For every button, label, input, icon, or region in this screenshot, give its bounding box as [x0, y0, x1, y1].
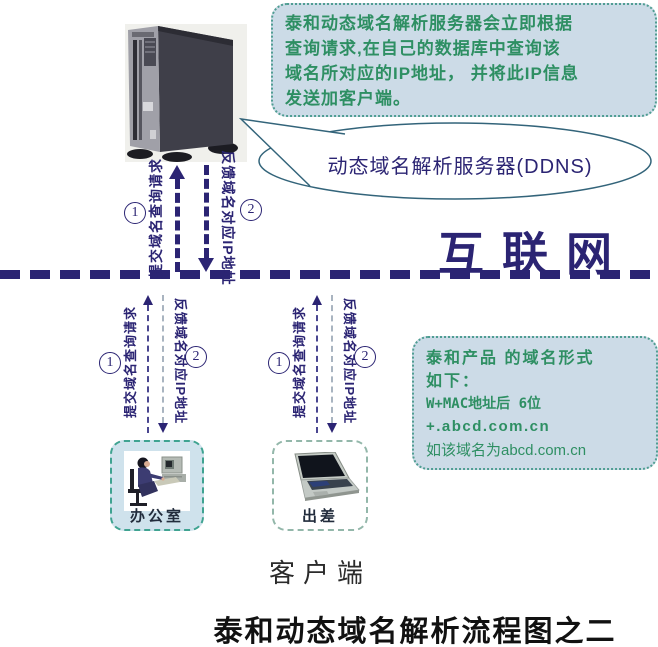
speech-bubble: [238, 117, 652, 200]
step2-badge-office: 2: [185, 346, 207, 368]
submit-query-label-office: 提交域名查询请求: [123, 306, 138, 419]
step2-badge-upper: 2: [240, 199, 262, 221]
step1-badge-office: 1: [99, 352, 121, 374]
feedback-ip-label-upper: 反馈域名对应IP地址: [220, 150, 236, 286]
domain-format-line: 如下：: [426, 373, 481, 390]
domain-format-line: 泰和产品 的域名形式: [426, 350, 595, 367]
step1-badge-upper: 1: [124, 202, 146, 224]
step2-badge-travel: 2: [354, 346, 376, 368]
person-at-computer-icon: [128, 456, 186, 506]
speech-bubble-label: 动态域名解析服务器(DDNS): [327, 156, 593, 178]
travel-label: 出差: [301, 508, 338, 525]
arrowhead-down-icon: [327, 423, 337, 433]
arrowhead-up-icon: [169, 165, 185, 179]
office-clipart: [124, 451, 190, 511]
arrowhead-down-icon: [158, 423, 168, 433]
arrowhead-up-icon: [143, 295, 153, 305]
ddns-server-image: [125, 24, 247, 162]
submit-arrow-up-office: [142, 295, 154, 433]
feedback-arrow-down-office: [157, 295, 169, 433]
laptop-icon: [294, 451, 360, 501]
ddns-explanation-box: 泰和动态域名解析服务器会立即根据 查询请求,在自己的数据库中查询该 域名所对应的…: [271, 3, 657, 117]
submit-query-label-upper: 提交域名查询请求: [148, 158, 164, 278]
arrow-shaft: [331, 295, 333, 423]
step1-badge-travel: 1: [268, 352, 290, 374]
office-label: 办公室: [129, 508, 184, 525]
client-group-label: 客户端: [268, 559, 371, 588]
server-tower-icon: [127, 26, 238, 162]
diagram-title: 泰和动态域名解析流程图之二: [213, 616, 617, 647]
domain-format-line: W+MAC地址后 6位: [426, 396, 542, 412]
arrow-shaft: [316, 305, 318, 433]
arrowhead-up-icon: [312, 295, 322, 305]
arrow-shaft: [162, 295, 164, 423]
internet-boundary-dashed-line: [0, 270, 658, 279]
arrow-shaft: [174, 179, 180, 272]
travel-clipart: [283, 451, 361, 508]
travel-client-box: 出差: [272, 440, 368, 531]
arrow-shaft: [203, 165, 209, 258]
arrow-shaft: [147, 305, 149, 433]
domain-format-line: 如该域名为abcd.com.cn: [426, 442, 587, 459]
domain-format-line: +.abcd.com.cn: [426, 418, 551, 435]
submit-arrow-up-travel: [311, 295, 323, 433]
domain-format-box: 泰和产品 的域名形式 如下： W+MAC地址后 6位 +.abcd.com.cn…: [412, 336, 658, 470]
submit-query-label-travel: 提交域名查询请求: [292, 306, 307, 419]
feedback-arrow-down-travel: [326, 295, 338, 433]
submit-arrow-up-upper: [169, 165, 185, 272]
office-client-box: 办公室: [110, 440, 204, 531]
feedback-arrow-down-upper: [198, 165, 214, 272]
arrowhead-down-icon: [198, 258, 214, 272]
